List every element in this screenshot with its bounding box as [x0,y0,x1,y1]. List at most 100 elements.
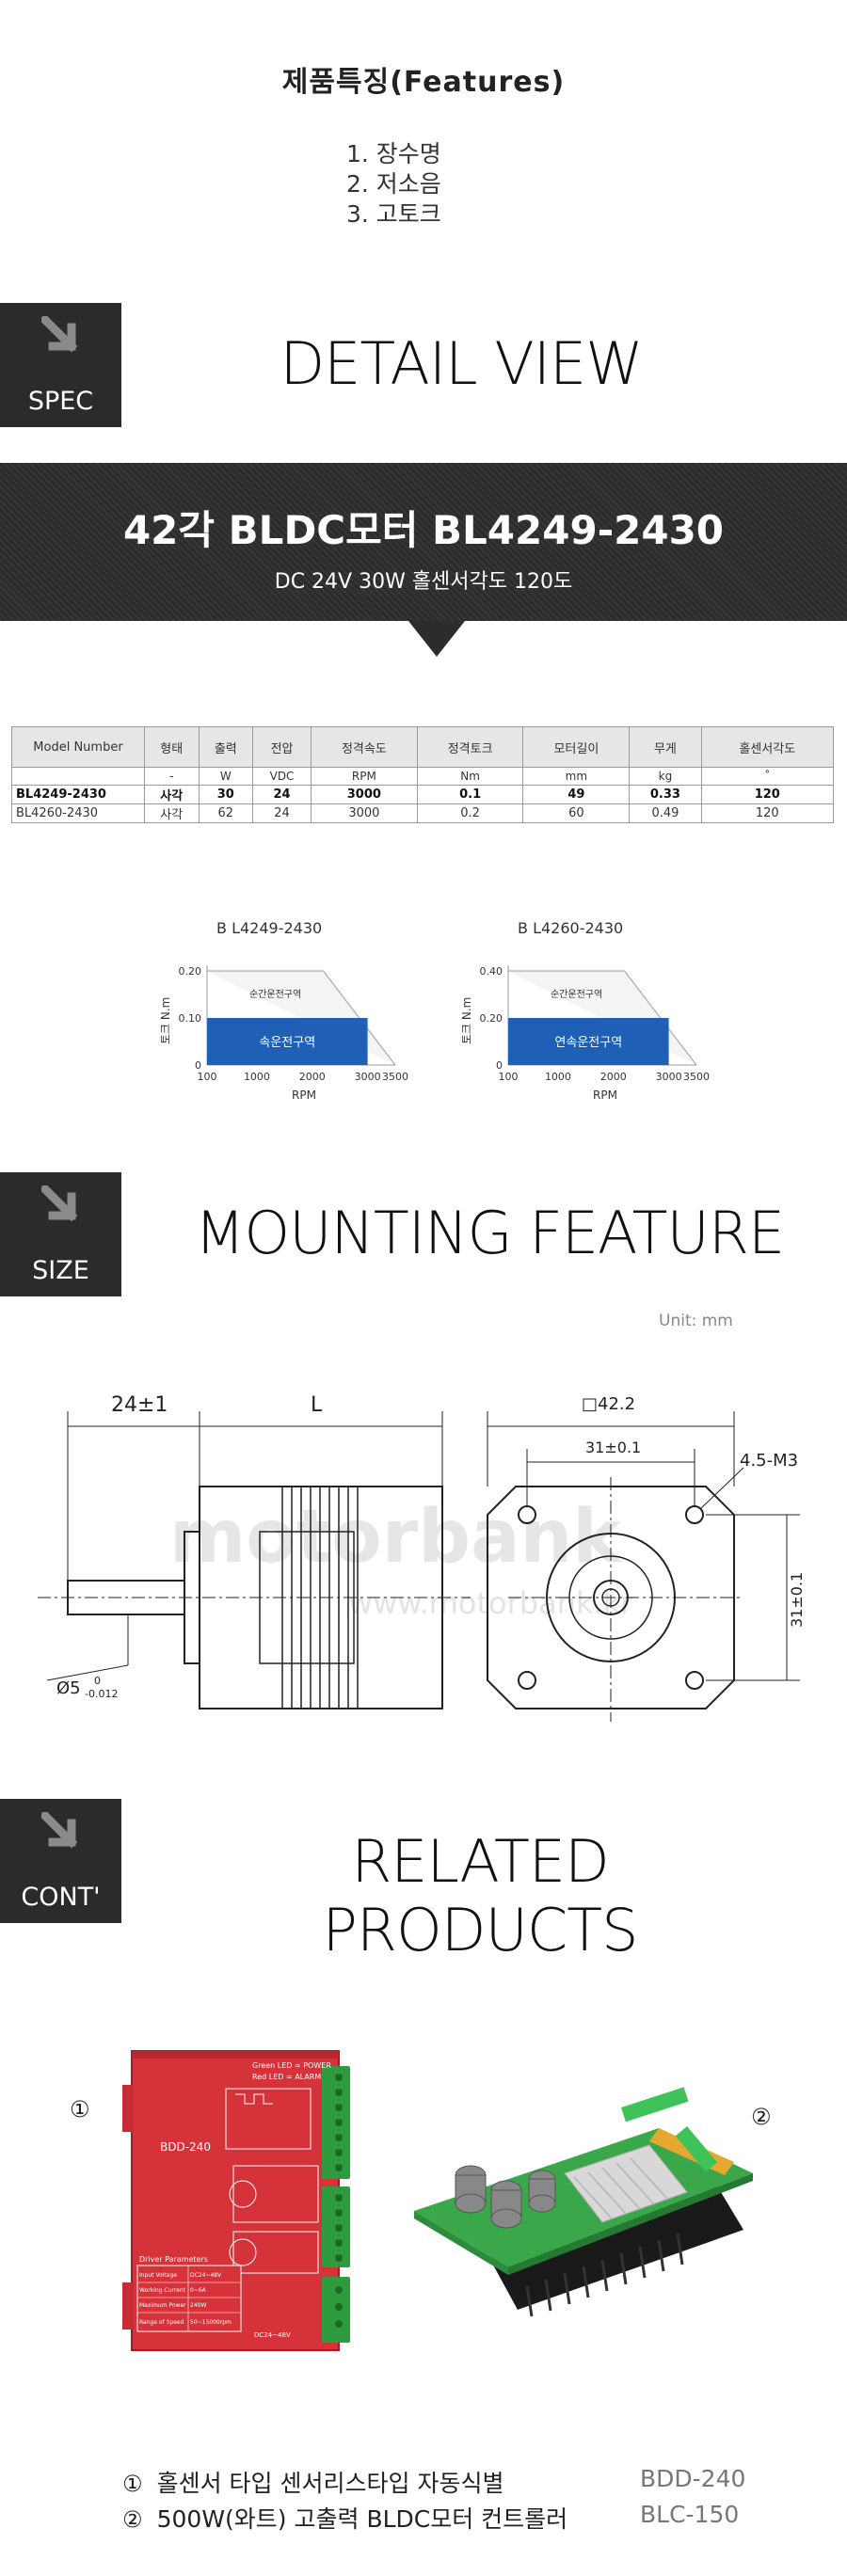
x-tick-label: 1000 [545,1071,571,1083]
x-tick-label: 2000 [600,1071,627,1083]
features-title: 제품특징(Features) [281,66,566,99]
table-cell: 0.33 [629,785,702,804]
y-tick-label: 0 [496,1059,503,1072]
table-unit [11,767,145,786]
product-subtitle: DC 24V 30W 홀센서각도 120도 [274,570,573,594]
table-header: 정격토크 [416,726,524,768]
table-cell: 3000 [310,803,418,823]
feature-item: 2. 저소음 [346,170,441,198]
table-header-row: Model Number 형태 출력 전압 정격속도 정격토크 모터길이 무게 … [11,726,835,768]
mounting-holes-dim: 4.5-M3 [740,1451,798,1471]
pitch-vertical-dim: 31±0.1 [788,1572,806,1628]
table-cell: 0.1 [416,785,524,804]
continuous-region [508,1018,669,1065]
table-header: 정격속도 [310,726,418,768]
led-green-label: Green LED = POWER [252,2061,331,2070]
param-value: DC24~48V [190,2272,222,2279]
table-cell: 30 [198,785,254,804]
table-cell: 0.49 [629,803,702,823]
size-badge: SIZE [0,1172,121,1296]
front-view [487,1411,800,1722]
continuous-region-label: 속운전구역 [259,1036,315,1050]
side-view [38,1411,471,1709]
list-item-number: ② [122,2506,143,2533]
chart-title: B L4249-2430 [216,919,322,937]
table-header: Model Number [11,726,145,768]
badge-label: CONT' [21,1883,101,1912]
table-cell: 49 [522,785,631,804]
table-unit: W [198,767,254,786]
table-cell: 사각 [144,803,200,823]
param-name: Range of Speed [139,2319,184,2326]
table-cell: 사각 [144,785,200,804]
controller-blc150-image [414,2087,753,2317]
controller-bdd240-image: Green LED = POWER Red LED = ALARM BDD-24… [122,2050,350,2351]
param-value: 0~6A [190,2287,207,2294]
x-tick-label: 1000 [244,1071,270,1083]
bottom-voltage-label: DC24~48V [254,2331,291,2339]
param-name: Working Current [139,2287,186,2294]
param-name: Input Voltage [139,2272,177,2279]
x-axis-label: RPM [593,1089,617,1102]
list-item: ① 홀센서 타입 센서리스타입 자동식별 BDD-240 [122,2465,762,2501]
list-item-number: ① [122,2471,143,2497]
peak-region-label: 순간운전구역 [551,989,602,1000]
list-item-code: BDD-240 [640,2465,746,2492]
frame-size-dim: □42.2 [582,1394,635,1414]
chart-title: B L4260-2430 [518,919,623,937]
param-value: 240W [190,2302,206,2309]
x-axis-label: RPM [292,1089,316,1102]
table-unit: ˚ [700,767,835,786]
list-item-text: 500W(와트) 고출력 BLDC모터 컨트롤러 [156,2505,568,2533]
table-row: BL4260-2430 사각 62 24 3000 0.2 60 0.49 12… [11,803,835,823]
table-row: BL4249-2430 사각 30 24 3000 0.1 49 0.33 12… [11,785,835,804]
x-tick-label: 2000 [299,1071,326,1083]
table-cell: 24 [252,803,312,823]
badge-label: SIZE [32,1256,89,1285]
table-cell: 3000 [310,785,418,804]
table-units-row: - W VDC RPM Nm mm kg ˚ [11,767,835,786]
feature-item: 1. 장수명 [346,140,441,167]
table-unit: kg [629,767,702,786]
shaft-tol-bottom: -0.012 [85,1688,118,1700]
table-unit: mm [522,767,631,786]
table-header: 전압 [252,726,312,768]
product-title: 42각 BLDC모터 BL4249-2430 [122,507,725,553]
table-header: 홀센서각도 [700,726,835,768]
related-list: ① 홀센서 타입 센서리스타입 자동식별 BDD-240 ② 500W(와트) … [122,2465,762,2536]
unit-label: Unit: mm [659,1312,733,1330]
mounting-drawing: motorbank www.motorbank.kr 24±1 L Ø5 0 -… [38,1393,806,1722]
pitch-horizontal-dim: 31±0.1 [585,1439,641,1456]
section-title: MOUNTING FEATURE [194,1199,785,1267]
x-tick-label: 100 [499,1071,519,1083]
band-pointer [408,621,465,657]
shaft-tol-top: 0 [94,1675,101,1687]
badge-label: SPEC [27,387,94,416]
controller-model-label: BDD-240 [160,2140,211,2154]
list-item-code: BLC-150 [640,2501,740,2528]
continuous-region [207,1018,368,1065]
spec-table: Model Number 형태 출력 전압 정격속도 정격토크 모터길이 무게 … [11,726,835,823]
table-cell: 120 [700,803,835,823]
table-header: 형태 [144,726,200,768]
table-cell: BL4249-2430 [11,785,145,804]
x-tick-label: 3000 [656,1071,682,1083]
shaft-length-dim: 24±1 [111,1393,168,1417]
x-tick-label: 3500 [683,1071,710,1083]
cont-badge: CONT' [0,1799,121,1923]
y-tick-label: 0.20 [480,1012,503,1025]
y-tick-label: 0.40 [480,965,503,978]
product-number: ① [70,2096,90,2123]
table-cell: BL4260-2430 [11,803,145,823]
led-red-label: Red LED = ALARM [252,2073,321,2081]
param-name: Maximum Power [139,2302,186,2309]
body-length-dim: L [311,1393,323,1417]
param-value: 50~15000rpm [190,2319,232,2326]
table-header: 출력 [198,726,254,768]
y-tick-label: 0.20 [179,965,202,978]
x-tick-label: 3000 [355,1071,381,1083]
table-header: 무게 [629,726,702,768]
section-title: DETAIL VIEW [280,329,643,398]
